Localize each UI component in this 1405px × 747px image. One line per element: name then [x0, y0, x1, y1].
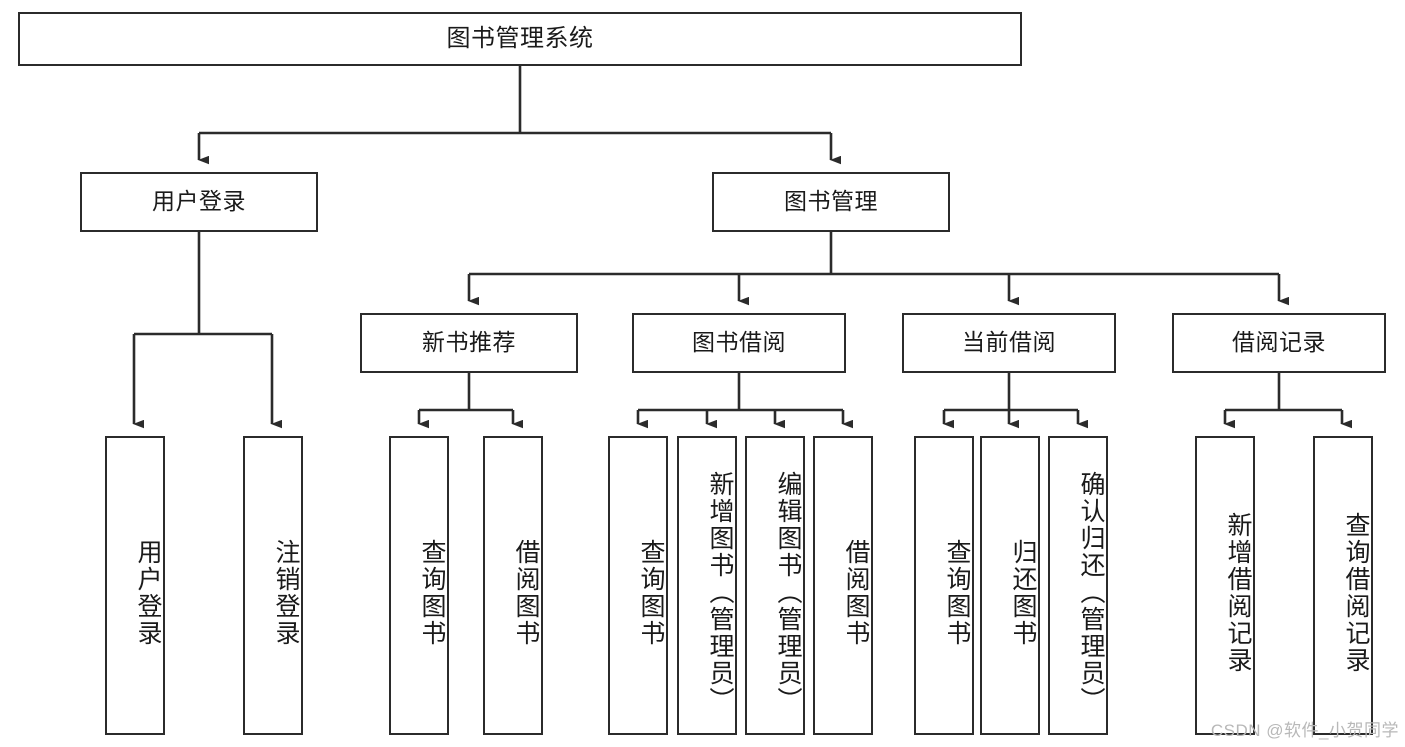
leaf-book-borrow-edit[interactable]: 编辑图书（管理员） — [745, 436, 805, 735]
leaf-user-login-login[interactable]: 用户登录 — [105, 436, 165, 735]
node-user-login[interactable]: 用户登录 — [80, 172, 318, 232]
node-root[interactable]: 图书管理系统 — [18, 12, 1022, 66]
leaf-book-borrow-add[interactable]: 新增图书（管理员） — [677, 436, 737, 735]
leaf-current-borrow-return[interactable]: 归还图书 — [980, 436, 1040, 735]
leaf-book-borrow-borrow[interactable]: 借阅图书 — [813, 436, 873, 735]
leaf-current-borrow-query[interactable]: 查询图书 — [914, 436, 974, 735]
node-book-borrow[interactable]: 图书借阅 — [632, 313, 846, 373]
leaf-new-book-query[interactable]: 查询图书 — [389, 436, 449, 735]
node-borrow-record[interactable]: 借阅记录 — [1172, 313, 1386, 373]
leaf-current-borrow-confirm-return[interactable]: 确认归还（管理员） — [1048, 436, 1108, 735]
leaf-user-login-logout[interactable]: 注销登录 — [243, 436, 303, 735]
leaf-new-book-borrow[interactable]: 借阅图书 — [483, 436, 543, 735]
leaf-book-borrow-query[interactable]: 查询图书 — [608, 436, 668, 735]
leaf-borrow-record-add[interactable]: 新增借阅记录 — [1195, 436, 1255, 735]
node-new-book-recommend[interactable]: 新书推荐 — [360, 313, 578, 373]
leaf-borrow-record-query[interactable]: 查询借阅记录 — [1313, 436, 1373, 735]
node-book-management[interactable]: 图书管理 — [712, 172, 950, 232]
node-current-borrow[interactable]: 当前借阅 — [902, 313, 1116, 373]
